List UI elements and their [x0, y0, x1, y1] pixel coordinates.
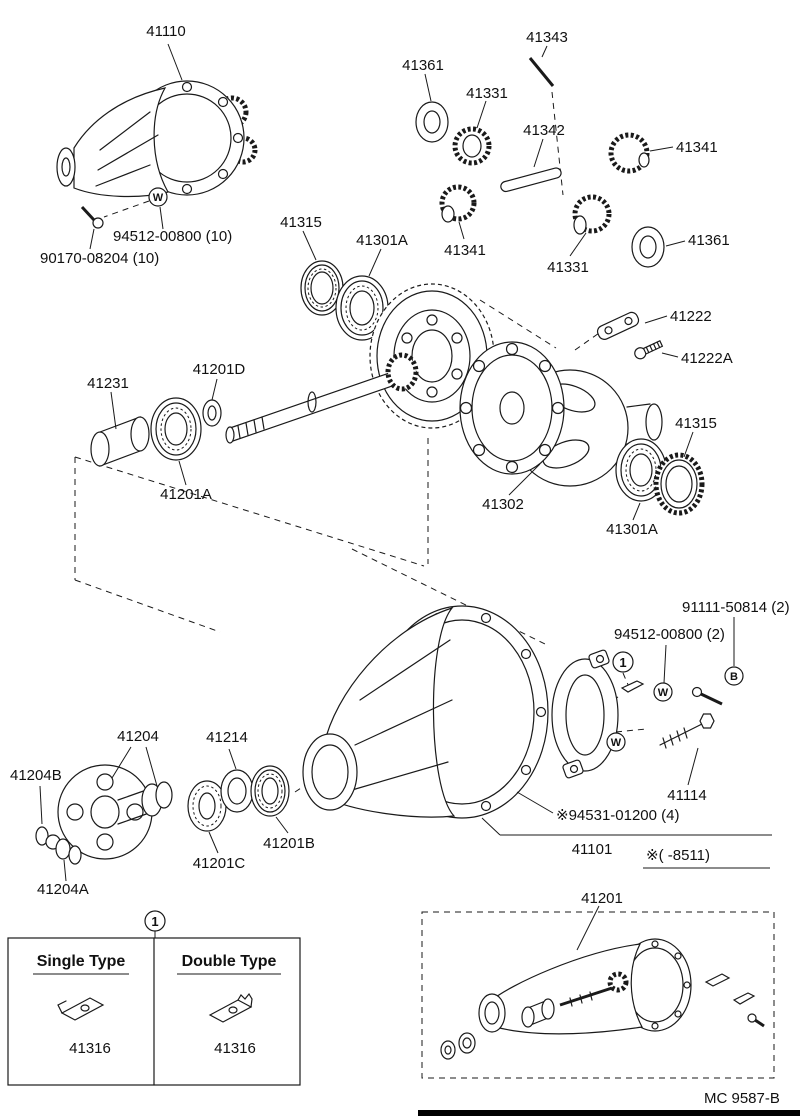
label-41201b: 41201B: [263, 835, 315, 852]
part-41201a-bearing: [150, 397, 202, 461]
label-41222: 41222: [670, 308, 712, 325]
part-41101-carrier-housing: [302, 605, 549, 819]
part-41361-washer-top: [415, 101, 449, 143]
part-41361-washer-right: [631, 226, 665, 268]
part-41315-adjuster-right: [653, 452, 705, 516]
label-41301a-left: 41301A: [356, 232, 408, 249]
label-41315-right: 41315: [675, 415, 717, 432]
part-41331-gear-top: [452, 126, 492, 166]
part-41341-gear-right: [608, 132, 650, 174]
label-41361-top: 41361: [402, 57, 444, 74]
part-41222-lock-plate: [596, 311, 640, 340]
label-41231: 41231: [87, 375, 129, 392]
side-retainer: [551, 649, 619, 779]
label-41331-right: 41331: [547, 259, 589, 276]
label-90170: 90170-08204 (10): [40, 250, 159, 267]
part-41201d-washer: [202, 399, 222, 427]
label-41222a: 41222A: [681, 350, 733, 367]
single-type-clip: [57, 997, 105, 1021]
label-91111: 91111-50814 (2): [682, 599, 790, 616]
label-94512-10: 94512-00800 (10): [113, 228, 232, 245]
part-41214-seal: [220, 769, 254, 813]
part-41342-shaft: [500, 167, 562, 193]
part-41331-gear-right: [572, 194, 612, 235]
label-41204: 41204: [117, 728, 159, 745]
lock-clip-small: [620, 680, 645, 693]
part-41341-gear-mid: [439, 184, 477, 223]
washer-symbol-bottom: W: [611, 737, 622, 749]
label-41201d: 41201D: [193, 361, 246, 378]
label-41201-inset: 41201: [581, 890, 623, 907]
label-41110: 41110: [146, 23, 186, 40]
callout-1-table: 1: [151, 914, 158, 929]
label-41342: 41342: [523, 122, 565, 139]
label-41301a-right: 41301A: [606, 521, 658, 538]
pinion-shaft: [225, 352, 419, 444]
type-table: [7, 910, 301, 1086]
double-type-clip: [208, 992, 253, 1023]
label-41201c: 41201C: [193, 855, 246, 872]
part-41110-carrier-assembly: [56, 80, 258, 229]
part-41343-pin: [528, 57, 555, 87]
label-41343: 41343: [526, 29, 568, 46]
label-range-8511: ※( -8511): [646, 847, 710, 864]
bolt-symbol-b: B: [730, 671, 738, 683]
part-41201b-bearing: [250, 765, 290, 817]
label-41302: 41302: [482, 496, 524, 513]
label-41114: 41114: [667, 787, 707, 804]
footer-bar: [418, 1110, 800, 1116]
label-41341-right: 41341: [676, 139, 718, 156]
label-94512-2: 94512-00800 (2): [614, 626, 725, 643]
part-41204a-washer: [55, 838, 82, 865]
part-41231-spacer: [90, 416, 150, 467]
part-41222a-bolt: [634, 340, 664, 360]
part-41315-bearing-left: [300, 260, 344, 316]
part-41301a-bearing-left: [335, 275, 389, 341]
part-41302-diff-case: [459, 341, 663, 487]
part-41114-bolt: [659, 713, 715, 749]
label-41316-double: 41316: [214, 1040, 256, 1057]
label-41331-top: 41331: [466, 85, 508, 102]
label-41101: 41101: [572, 841, 613, 858]
symbol-circles: [606, 651, 744, 752]
inset-41201: [421, 911, 775, 1079]
label-41201a: 41201A: [160, 486, 212, 503]
label-41204b: 41204B: [10, 767, 62, 784]
footer-code: MC 9587-B: [704, 1090, 780, 1107]
label-41316-single: 41316: [69, 1040, 111, 1057]
label-41341-mid: 41341: [444, 242, 486, 259]
double-type-header: Double Type: [182, 953, 277, 970]
label-41214: 41214: [206, 729, 248, 746]
washer-symbol-mid: W: [658, 687, 669, 699]
label-41361-right: 41361: [688, 232, 730, 249]
washer-symbol-top: W: [153, 192, 164, 204]
callout-1-retainer: 1: [619, 655, 626, 670]
part-41204-companion-flange: [57, 764, 173, 860]
labels: 41110 41361 41331 41343 41342 41341 4136…: [10, 23, 790, 1107]
single-type-header: Single Type: [37, 953, 126, 970]
inset-carrier-drawing: [440, 938, 765, 1060]
label-94531: ※94531-01200 (4): [556, 807, 680, 824]
part-91111-bolt: [691, 686, 723, 706]
label-41315-left: 41315: [280, 214, 322, 231]
part-41201c-seal: [187, 780, 227, 832]
label-41204a: 41204A: [37, 881, 89, 898]
